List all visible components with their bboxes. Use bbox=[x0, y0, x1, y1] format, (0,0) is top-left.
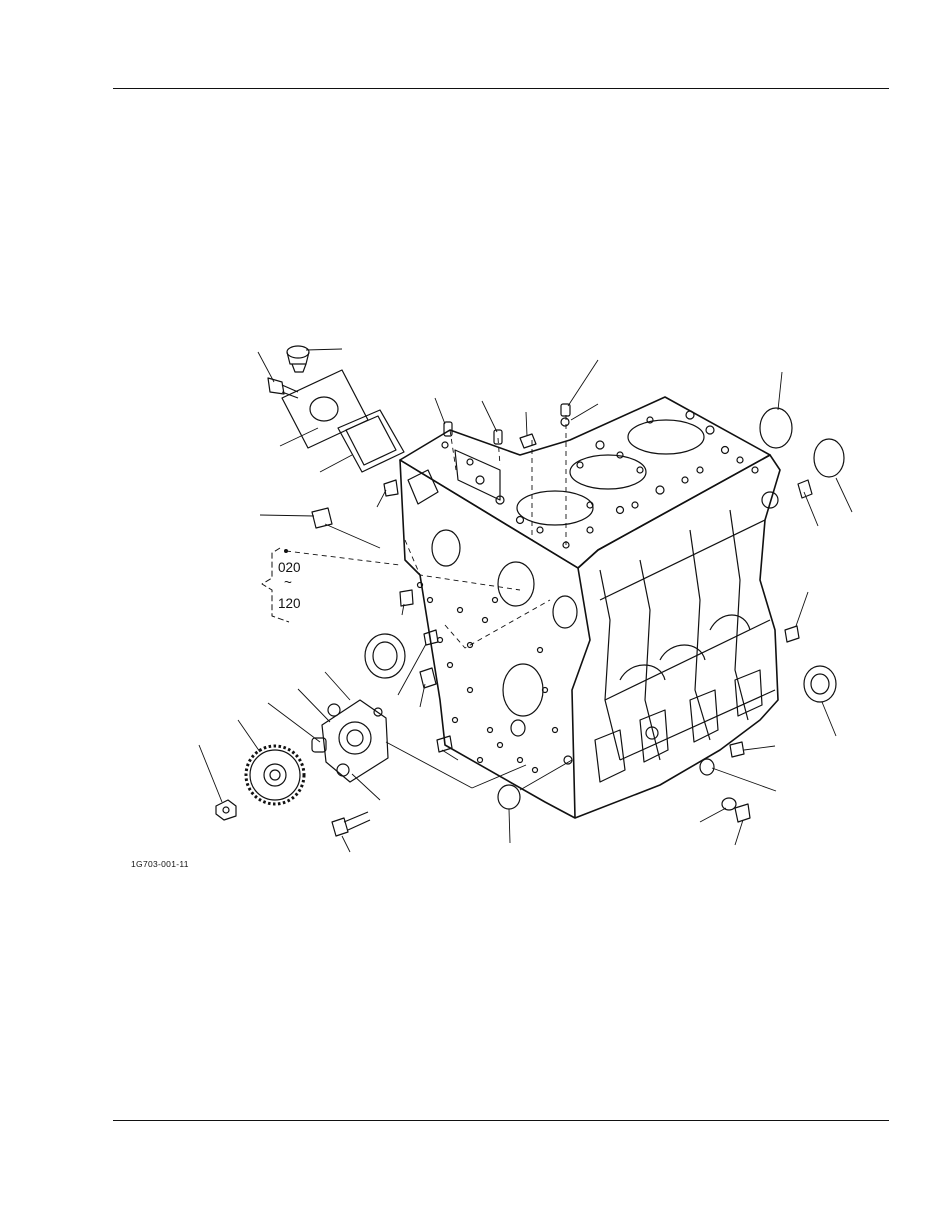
crankcase-block bbox=[399, 396, 781, 819]
deck-studs bbox=[443, 403, 571, 449]
right-seals bbox=[497, 407, 845, 810]
gear-nut bbox=[215, 799, 237, 821]
range-start-label: 020 bbox=[278, 560, 301, 575]
drain-plug bbox=[721, 797, 751, 823]
pump-bolt bbox=[331, 811, 371, 837]
oil-seal-front bbox=[364, 633, 406, 679]
header-rule bbox=[113, 88, 889, 89]
range-bracket bbox=[261, 547, 290, 623]
leader-lines bbox=[198, 348, 853, 853]
top-cover-assembly bbox=[267, 345, 405, 473]
figure-id-label: 1G703-001-11 bbox=[131, 859, 189, 869]
idle-gear bbox=[244, 744, 306, 806]
range-tilde: ~ bbox=[284, 575, 292, 590]
assembly-guides bbox=[285, 415, 567, 649]
oil-pump bbox=[311, 699, 389, 783]
range-end-label: 120 bbox=[278, 596, 301, 611]
left-studs bbox=[311, 479, 813, 758]
footer-rule bbox=[113, 1120, 889, 1121]
